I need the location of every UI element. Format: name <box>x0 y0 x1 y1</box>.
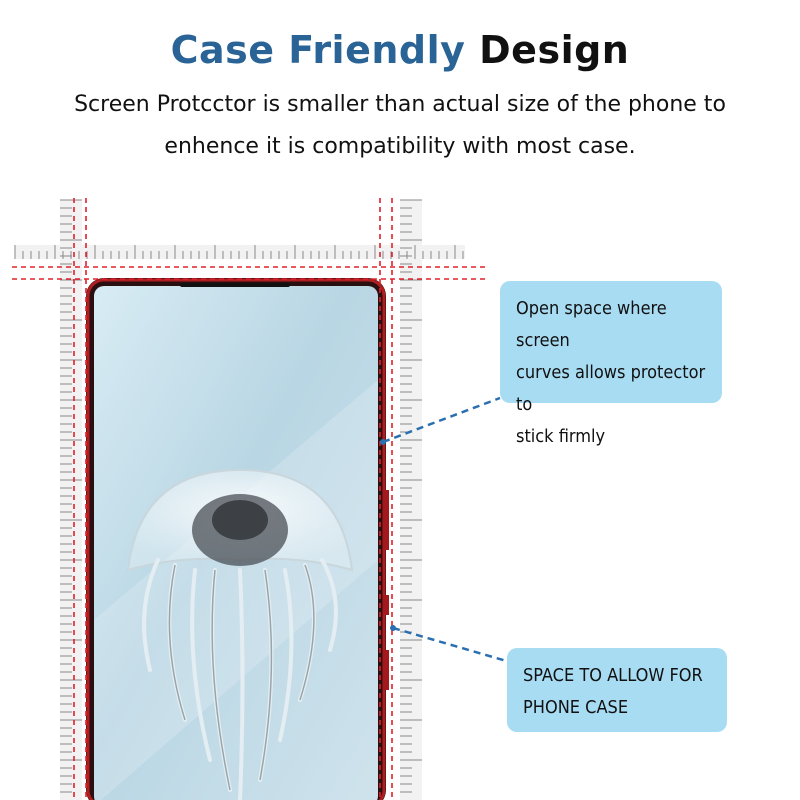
title-rest: Design <box>479 28 630 72</box>
top-ruler <box>15 245 465 259</box>
phone-diagram <box>12 198 511 800</box>
leader-dot-bottom <box>390 625 396 631</box>
side-button <box>383 595 389 615</box>
right-ruler <box>400 200 422 800</box>
subtitle-line-1: Screen Protcctor is smaller than actual … <box>74 92 726 117</box>
leader-lines <box>382 396 511 664</box>
volume-button <box>383 490 389 550</box>
left-ruler <box>60 200 82 800</box>
title-accent: Case Friendly <box>170 28 466 72</box>
leader-dot-top <box>380 439 386 445</box>
power-button <box>383 650 389 690</box>
callout-2-line-1: SPACE TO ALLOW FOR <box>523 665 703 686</box>
page-title: Case Friendly Design <box>0 28 800 72</box>
callout-1-line-3: stick firmly <box>516 426 606 447</box>
callout-2-line-2: PHONE CASE <box>523 697 629 718</box>
guide-lines <box>12 198 488 800</box>
subtitle-line-2: enhence it is compatibility with most ca… <box>164 134 636 159</box>
jellyfish-image <box>126 468 354 800</box>
callout-1-line-2: curves allows protector to <box>516 362 706 415</box>
callout-phone-case: SPACE TO ALLOW FOR PHONE CASE <box>507 648 727 732</box>
callout-1-line-1: Open space where screen <box>516 298 667 351</box>
callout-open-space: Open space where screen curves allows pr… <box>500 281 722 447</box>
